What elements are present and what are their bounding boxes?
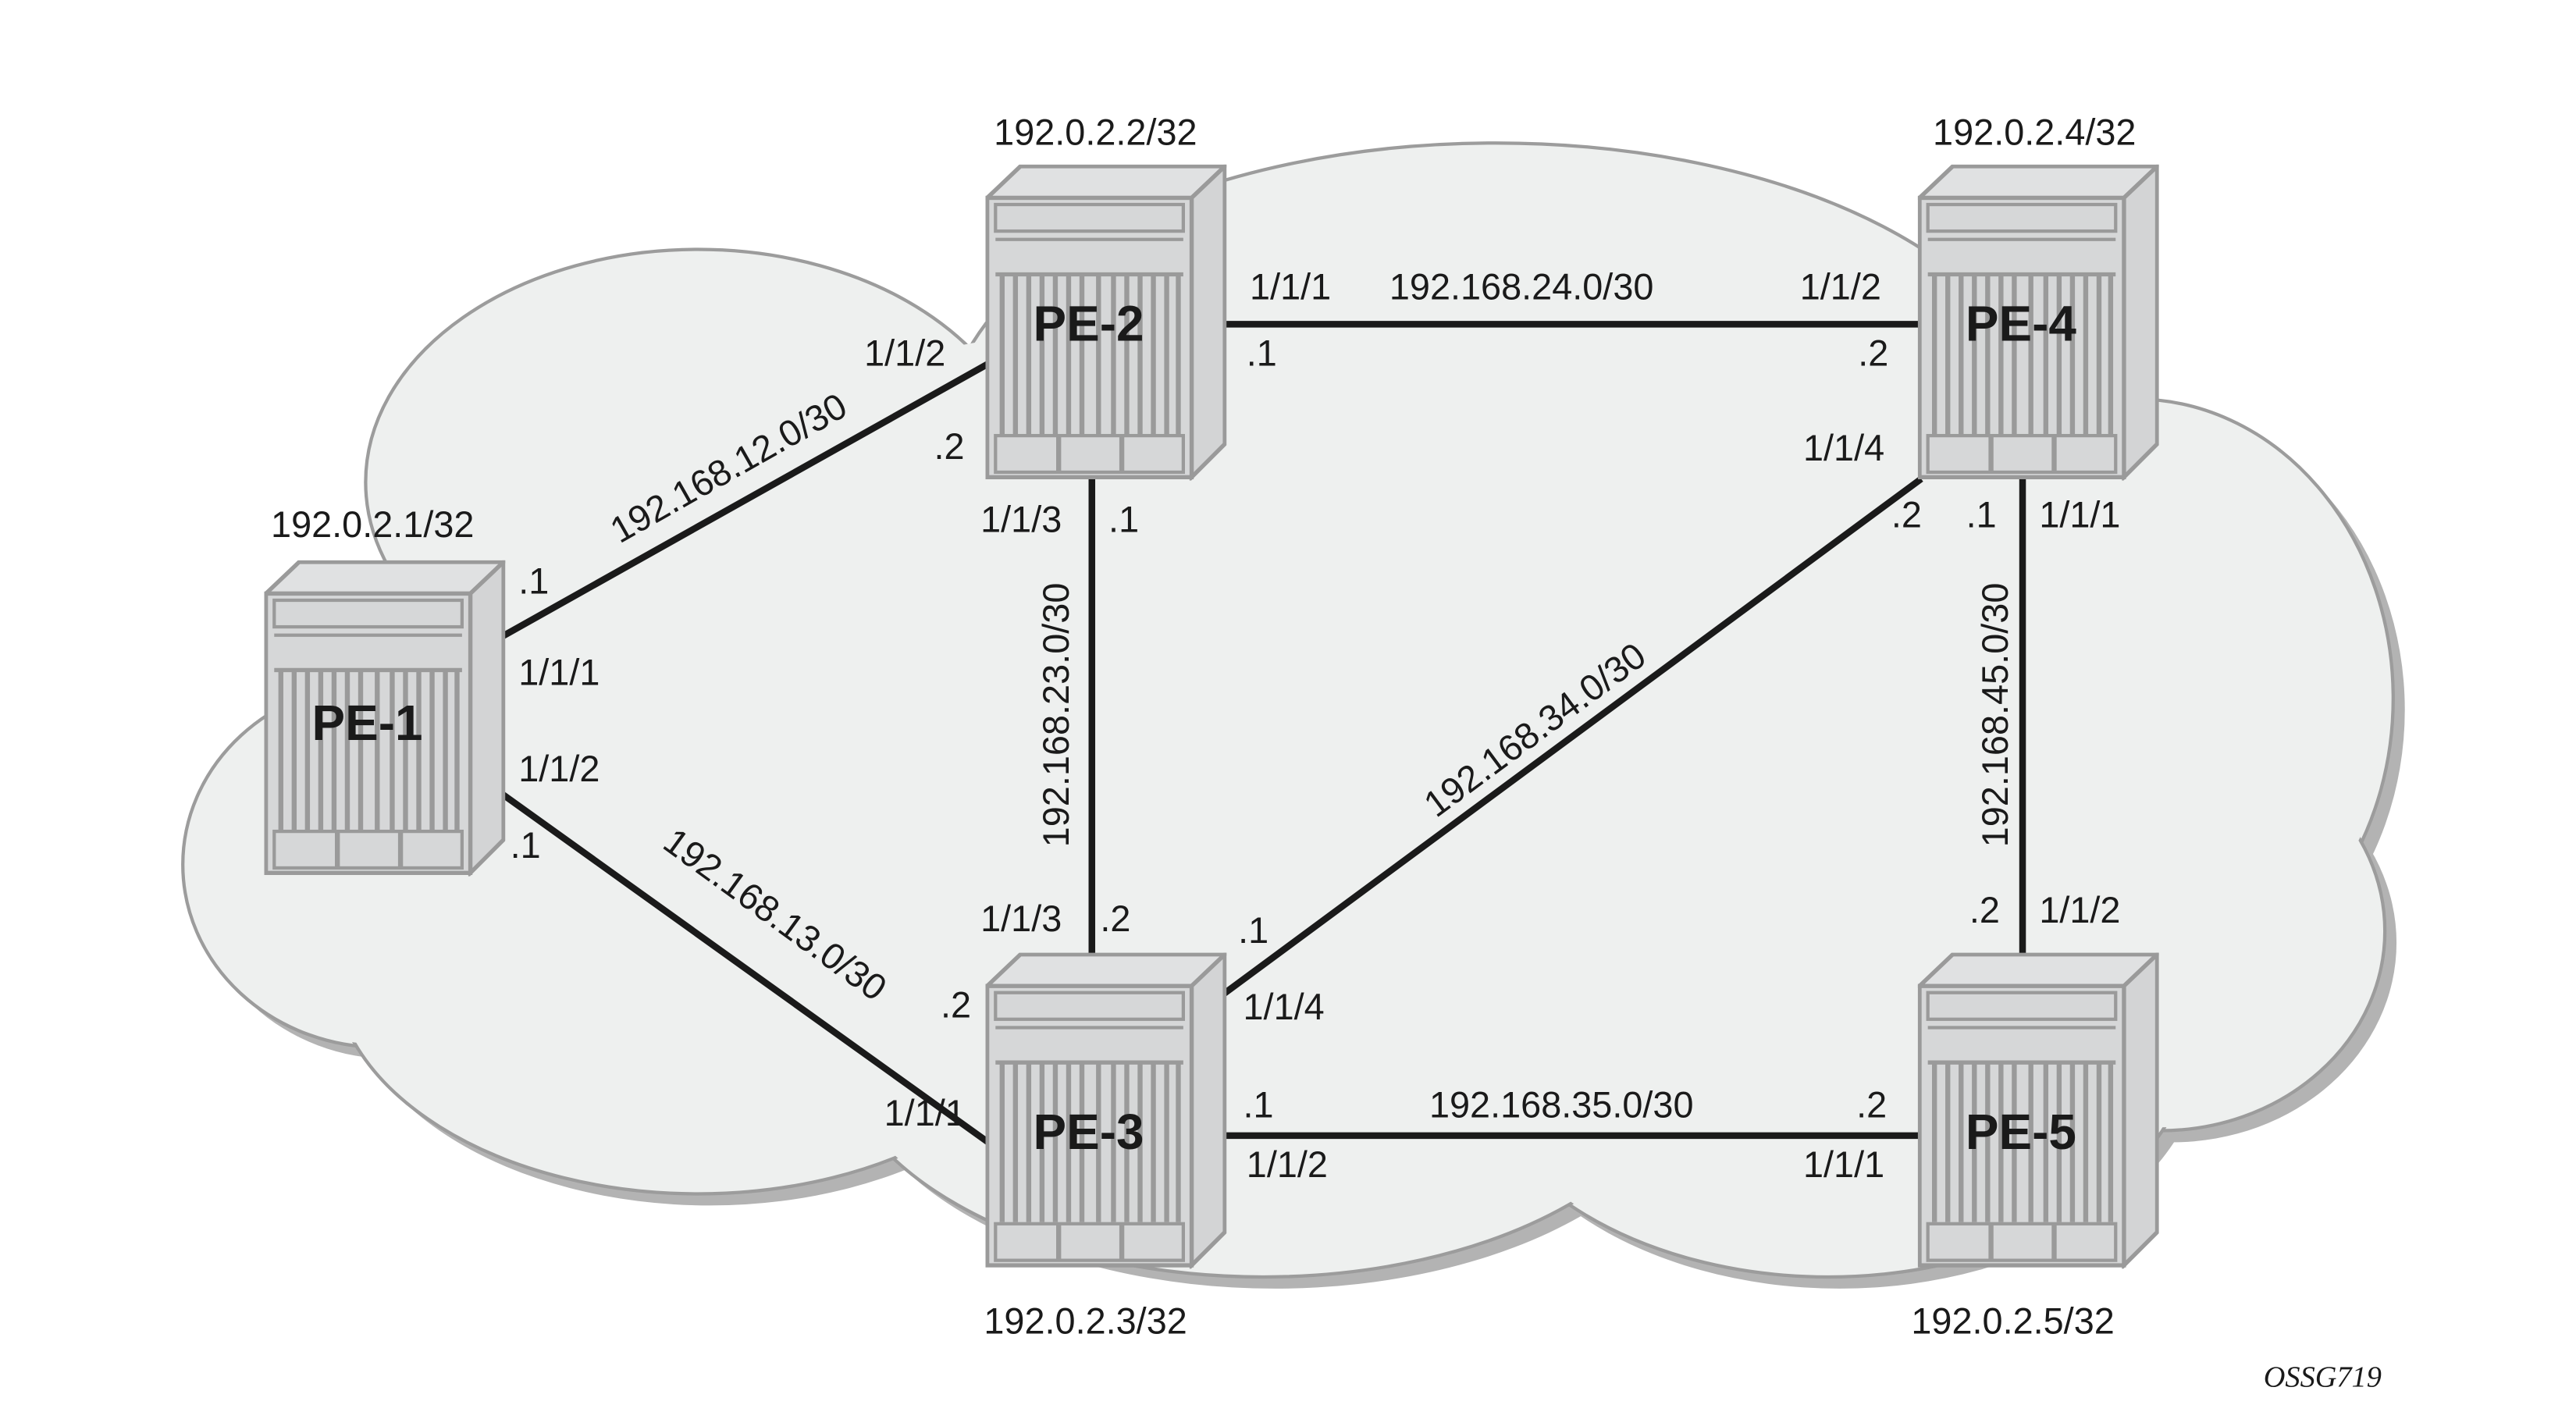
router-name: PE-2 — [1034, 296, 1144, 352]
link-pe1-pe3 — [496, 788, 993, 1147]
port-label: 1/1/4 — [1803, 428, 1884, 468]
loopback-pe-1: 192.0.2.1/32 — [271, 504, 474, 545]
port-host: .2 — [1891, 494, 1922, 535]
figure-id: OSSG719 — [2264, 1361, 2382, 1394]
port-host: .2 — [1856, 1084, 1887, 1125]
router-name: PE-4 — [1966, 296, 2076, 352]
port-host: .1 — [1238, 910, 1268, 951]
link-pe3-pe4 — [1221, 476, 1923, 998]
port-label: 1/1/4 — [1244, 987, 1325, 1027]
port-host: .1 — [511, 825, 541, 866]
router-pe-4[interactable]: PE-4 — [1920, 166, 2157, 477]
port-label: 1/1/3 — [980, 898, 1062, 939]
router-pe-2[interactable]: PE-2 — [987, 166, 1225, 477]
subnet-label: 192.168.35.0/30 — [1429, 1084, 1694, 1125]
loopback-pe-2: 192.0.2.2/32 — [994, 112, 1197, 152]
port-host: .2 — [934, 426, 965, 467]
port-label: 1/1/1 — [1250, 266, 1331, 307]
port-label: 1/1/1 — [884, 1093, 966, 1133]
port-host: .2 — [1100, 898, 1130, 939]
port-label: 1/1/2 — [864, 333, 945, 374]
port-host: .1 — [518, 560, 549, 601]
loopback-pe-4: 192.0.2.4/32 — [1933, 112, 2136, 152]
port-label: 1/1/3 — [980, 500, 1062, 540]
port-label: 1/1/2 — [2039, 890, 2120, 930]
port-label: 1/1/2 — [1800, 266, 1881, 307]
router-name: PE-3 — [1034, 1104, 1144, 1160]
port-label: 1/1/1 — [518, 653, 600, 693]
port-label: 1/1/2 — [1247, 1144, 1328, 1185]
subnet-label: 192.168.24.0/30 — [1389, 266, 1654, 307]
router-pe-1[interactable]: PE-1 — [266, 562, 503, 873]
port-host: .1 — [1966, 494, 1997, 535]
subnet-label: 192.168.45.0/30 — [1975, 583, 2016, 848]
loopback-pe-5: 192.0.2.5/32 — [1911, 1300, 2114, 1341]
port-host: .2 — [941, 985, 971, 1026]
link-pe1-pe2 — [496, 359, 992, 642]
port-host: .1 — [1244, 1084, 1274, 1125]
port-host: .2 — [1858, 333, 1888, 374]
router-name: PE-1 — [312, 695, 423, 751]
loopback-pe-3: 192.0.2.3/32 — [984, 1300, 1187, 1341]
port-label: 1/1/1 — [1803, 1144, 1884, 1185]
port-label: 1/1/2 — [518, 749, 600, 789]
router-pe-5[interactable]: PE-5 — [1920, 955, 2157, 1265]
port-host: .1 — [1247, 333, 1277, 374]
port-host: .2 — [1969, 890, 2000, 930]
router-name: PE-5 — [1966, 1104, 2076, 1160]
router-pe-3[interactable]: PE-3 — [987, 955, 1225, 1265]
port-host: .1 — [1108, 500, 1139, 540]
subnet-label: 192.168.23.0/30 — [1036, 583, 1076, 848]
port-label: 1/1/1 — [2039, 494, 2120, 535]
